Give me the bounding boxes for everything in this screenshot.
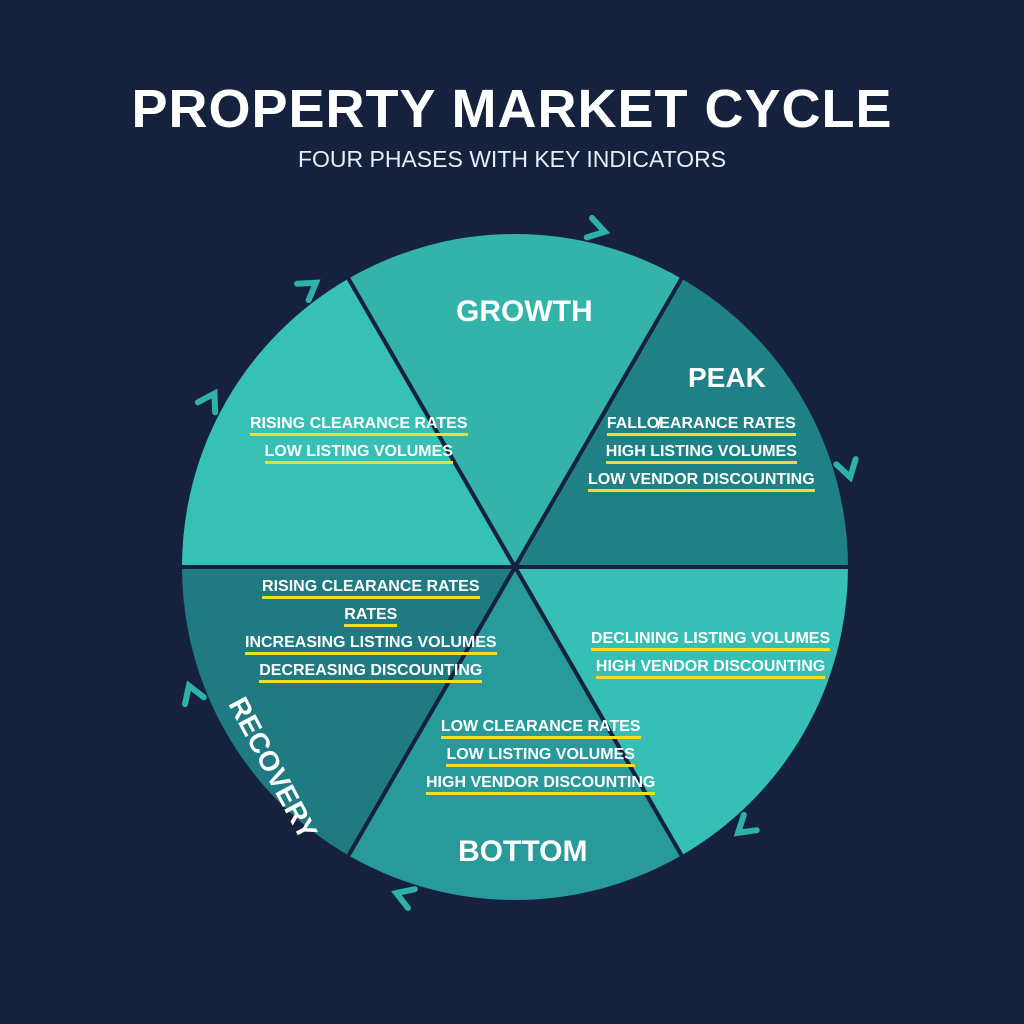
indicator: DECREASING DISCOUNTING: [259, 661, 483, 683]
indicators-recovery: RISING CLEARANCE RATES RATES INCREASING …: [245, 577, 497, 683]
cycle-arrow-icon: [182, 680, 207, 708]
indicators-bottom: LOW CLEARANCE RATES LOW LISTING VOLUMES …: [426, 717, 656, 795]
page-subtitle: FOUR PHASES WITH KEY INDICATORS: [297, 146, 727, 172]
cycle-arrow-icon: [194, 388, 219, 416]
slice-peak: [511, 274, 853, 569]
cycle-arrow-icon: [733, 811, 760, 837]
indicator: LOW LISTING VOLUMES: [446, 745, 635, 767]
page-title: PROPERTY MARKET CYCLE: [131, 79, 893, 139]
indicators-upper-left: RISING CLEARANCE RATES LOW LISTING VOLUM…: [250, 414, 468, 464]
phase-label-peak: PEAK: [688, 362, 766, 393]
indicator: LOW VENDOR DISCOUNTING: [588, 470, 815, 492]
phase-label-growth: GROWTH: [456, 295, 593, 328]
indicators-lower-right: DECLINING LISTING VOLUMES HIGH VENDOR DI…: [591, 629, 831, 679]
cycle-arrow-icon: [294, 279, 321, 304]
indicator: FALLO̸EARANCE RATES: [606, 414, 796, 436]
indicator: HIGH VENDOR DISCOUNTING: [426, 773, 656, 795]
indicator: LOW CLEARANCE RATES: [440, 717, 641, 739]
slice-growth: [344, 230, 686, 571]
cycle-arrow-icon: [833, 456, 859, 483]
slice-upper-left: [177, 274, 519, 569]
indicator: RISING CLEARANCE RATES: [250, 414, 468, 436]
indicator: RATES: [344, 605, 398, 627]
phase-label-bottom: BOTTOM: [458, 835, 588, 868]
cycle-arrow-icon: [583, 215, 611, 241]
slice-lower-right: [511, 565, 853, 860]
indicators-peak: FALLO̸EARANCE RATES HIGH LISTING VOLUMES…: [588, 414, 815, 492]
indicator: HIGH VENDOR DISCOUNTING: [595, 657, 826, 679]
cycle-arrow-icon: [390, 886, 418, 911]
indicator: DECLINING LISTING VOLUMES: [591, 629, 831, 651]
indicator: HIGH LISTING VOLUMES: [605, 442, 797, 464]
indicator: INCREASING LISTING VOLUMES: [245, 633, 497, 655]
indicator: LOW LISTING VOLUMES: [264, 442, 453, 464]
slice-bottom: [344, 562, 686, 905]
slice-recovery: [177, 565, 519, 860]
indicator: RISING CLEARANCE RATES: [262, 577, 480, 599]
